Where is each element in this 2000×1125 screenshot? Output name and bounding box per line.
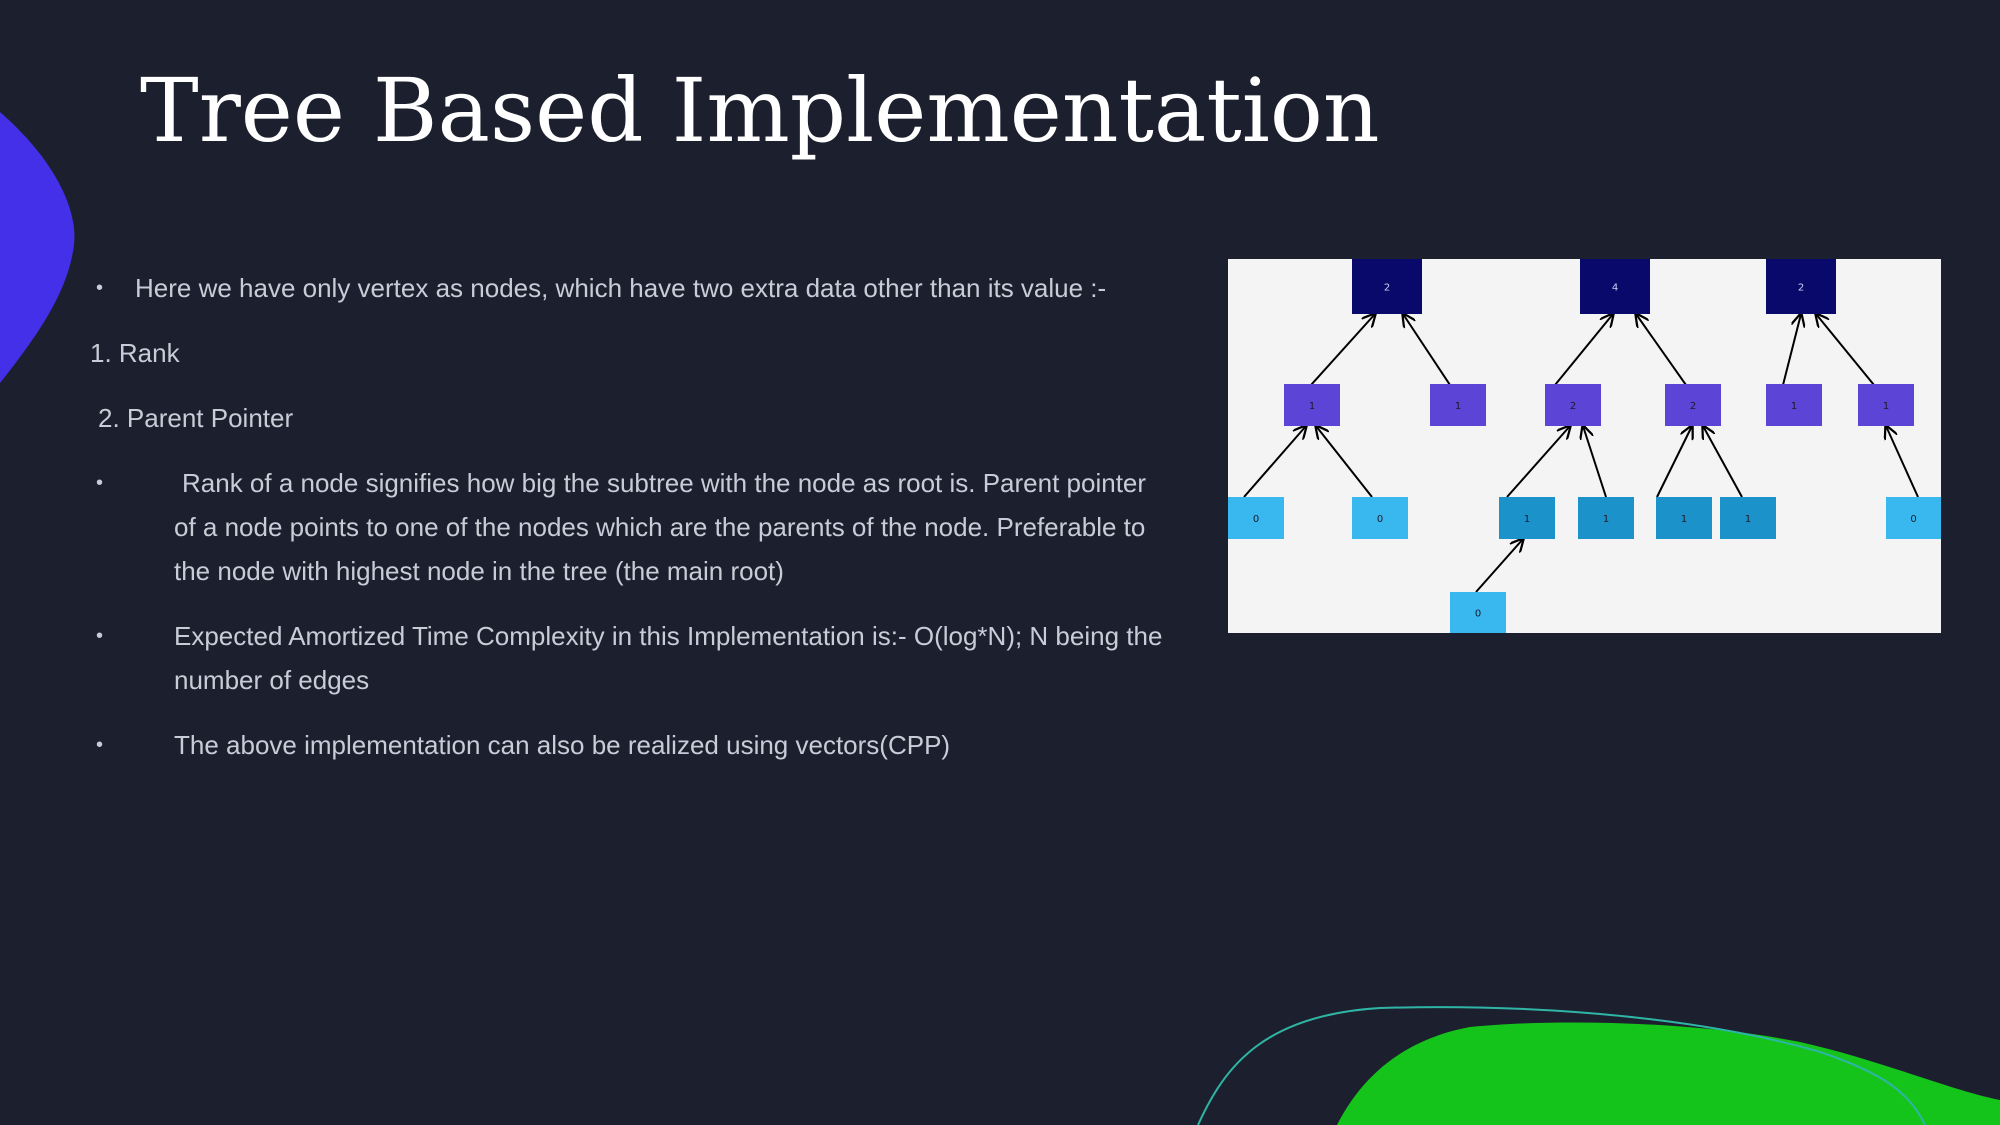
tree-node-box <box>1352 497 1408 539</box>
tree-node: 2 <box>1545 384 1601 426</box>
tree-node-label: 1 <box>1309 401 1315 412</box>
tree-node: 1 <box>1578 497 1634 539</box>
edge-n4-to-n0 <box>1403 314 1451 386</box>
tree-node-label: 2 <box>1384 283 1390 294</box>
edge-n14-to-n6 <box>1703 426 1743 498</box>
edge-n8-to-n2 <box>1816 314 1875 386</box>
tree-node: 4 <box>1580 259 1650 314</box>
tree-node-box <box>1228 497 1284 539</box>
bullet-item: • Here we have only vertex as nodes, whi… <box>90 266 1170 310</box>
tree-node-box <box>1665 384 1721 426</box>
tree-node-label: 1 <box>1883 401 1889 412</box>
tree-node-label: 2 <box>1690 401 1696 412</box>
bullet-text: Expected Amortized Time Complexity in th… <box>174 621 1163 695</box>
tree-node-label: 0 <box>1377 514 1383 525</box>
edge-n10-to-n3 <box>1316 426 1373 498</box>
tree-diagram-svg: 2 4 2 1 1 2 2 1 1 0 0 1 1 1 1 0 0 <box>1228 259 1941 633</box>
tree-node-box <box>1284 384 1340 426</box>
nodes-layer: 2 4 2 1 1 2 2 1 1 0 0 1 1 1 1 0 0 <box>1228 259 1941 633</box>
edge-n15-to-n8 <box>1886 426 1919 498</box>
disjoint-set-tree-diagram: 2 4 2 1 1 2 2 1 1 0 0 1 1 1 1 0 0 <box>1228 259 1941 633</box>
edges-layer <box>1243 314 1919 593</box>
tree-node: 1 <box>1766 384 1822 426</box>
tree-node-box <box>1766 384 1822 426</box>
tree-node-box <box>1656 497 1712 539</box>
bullet-item: • The above implementation can also be r… <box>90 723 1170 767</box>
blue-accent-shape <box>0 112 75 383</box>
bullet-dot: • <box>96 472 104 494</box>
edge-n5-to-n1 <box>1554 314 1613 386</box>
tree-node-box <box>1766 259 1836 314</box>
tree-node-label: 0 <box>1910 514 1916 525</box>
bullet-text: The above implementation can also be rea… <box>174 730 951 760</box>
tree-node: 2 <box>1352 259 1422 314</box>
tree-node: 0 <box>1886 497 1941 539</box>
tree-node-label: 2 <box>1798 283 1804 294</box>
tree-node: 1 <box>1499 497 1555 539</box>
tree-node-label: 1 <box>1524 514 1530 525</box>
tree-node-label: 2 <box>1570 401 1576 412</box>
tree-node-box <box>1578 497 1634 539</box>
tree-node-box <box>1858 384 1914 426</box>
bullet-dot: • <box>96 734 104 756</box>
tree-node: 2 <box>1665 384 1721 426</box>
edge-n3-to-n0 <box>1310 314 1375 386</box>
tree-node: 0 <box>1352 497 1408 539</box>
tree-node-label: 1 <box>1745 514 1751 525</box>
tree-node-label: 0 <box>1475 609 1481 620</box>
edge-n11-to-n5 <box>1506 426 1570 498</box>
tree-node: 2 <box>1766 259 1836 314</box>
teal-accent-line <box>1197 1006 1926 1125</box>
tree-node-box <box>1545 384 1601 426</box>
tree-node: 0 <box>1450 592 1506 633</box>
bullet-text: Here we have only vertex as nodes, which… <box>135 273 1107 303</box>
list-item-parent-pointer: 2. Parent Pointer <box>98 403 294 433</box>
tree-node-box <box>1720 497 1776 539</box>
tree-node: 1 <box>1430 384 1486 426</box>
edge-n9-to-n3 <box>1243 426 1306 498</box>
tree-node-label: 1 <box>1681 514 1687 525</box>
edge-n13-to-n6 <box>1656 426 1692 498</box>
tree-node-box <box>1580 259 1650 314</box>
green-accent-shape <box>1337 1022 2000 1125</box>
edge-n6-to-n1 <box>1636 314 1687 386</box>
tree-node-label: 0 <box>1253 514 1259 525</box>
tree-node-box <box>1430 384 1486 426</box>
bullet-item: • Rank of a node signifies how big the s… <box>90 461 1170 593</box>
edge-n7-to-n2 <box>1782 314 1801 386</box>
bullet-dot: • <box>96 625 104 647</box>
slide-title: Tree Based Implementation <box>140 59 1380 162</box>
tree-node-box <box>1499 497 1555 539</box>
edge-n16-to-n11 <box>1475 539 1523 593</box>
bullet-dot: • <box>96 277 104 299</box>
tree-node: 1 <box>1284 384 1340 426</box>
tree-node-label: 4 <box>1612 283 1618 294</box>
slide-body: • Here we have only vertex as nodes, whi… <box>90 266 1170 788</box>
tree-node-label: 1 <box>1455 401 1461 412</box>
list-item-rank: 1. Rank <box>90 338 180 368</box>
tree-node-box <box>1352 259 1422 314</box>
bullet-item: • Expected Amortized Time Complexity in … <box>90 614 1170 702</box>
tree-node-box <box>1450 592 1506 633</box>
tree-node: 0 <box>1228 497 1284 539</box>
tree-node: 1 <box>1720 497 1776 539</box>
tree-node: 1 <box>1858 384 1914 426</box>
edge-n12-to-n5 <box>1583 426 1607 498</box>
bullet-text: Rank of a node signifies how big the sub… <box>174 468 1147 586</box>
tree-node-label: 1 <box>1791 401 1797 412</box>
tree-node-box <box>1886 497 1941 539</box>
tree-node: 1 <box>1656 497 1712 539</box>
tree-node-label: 1 <box>1603 514 1609 525</box>
